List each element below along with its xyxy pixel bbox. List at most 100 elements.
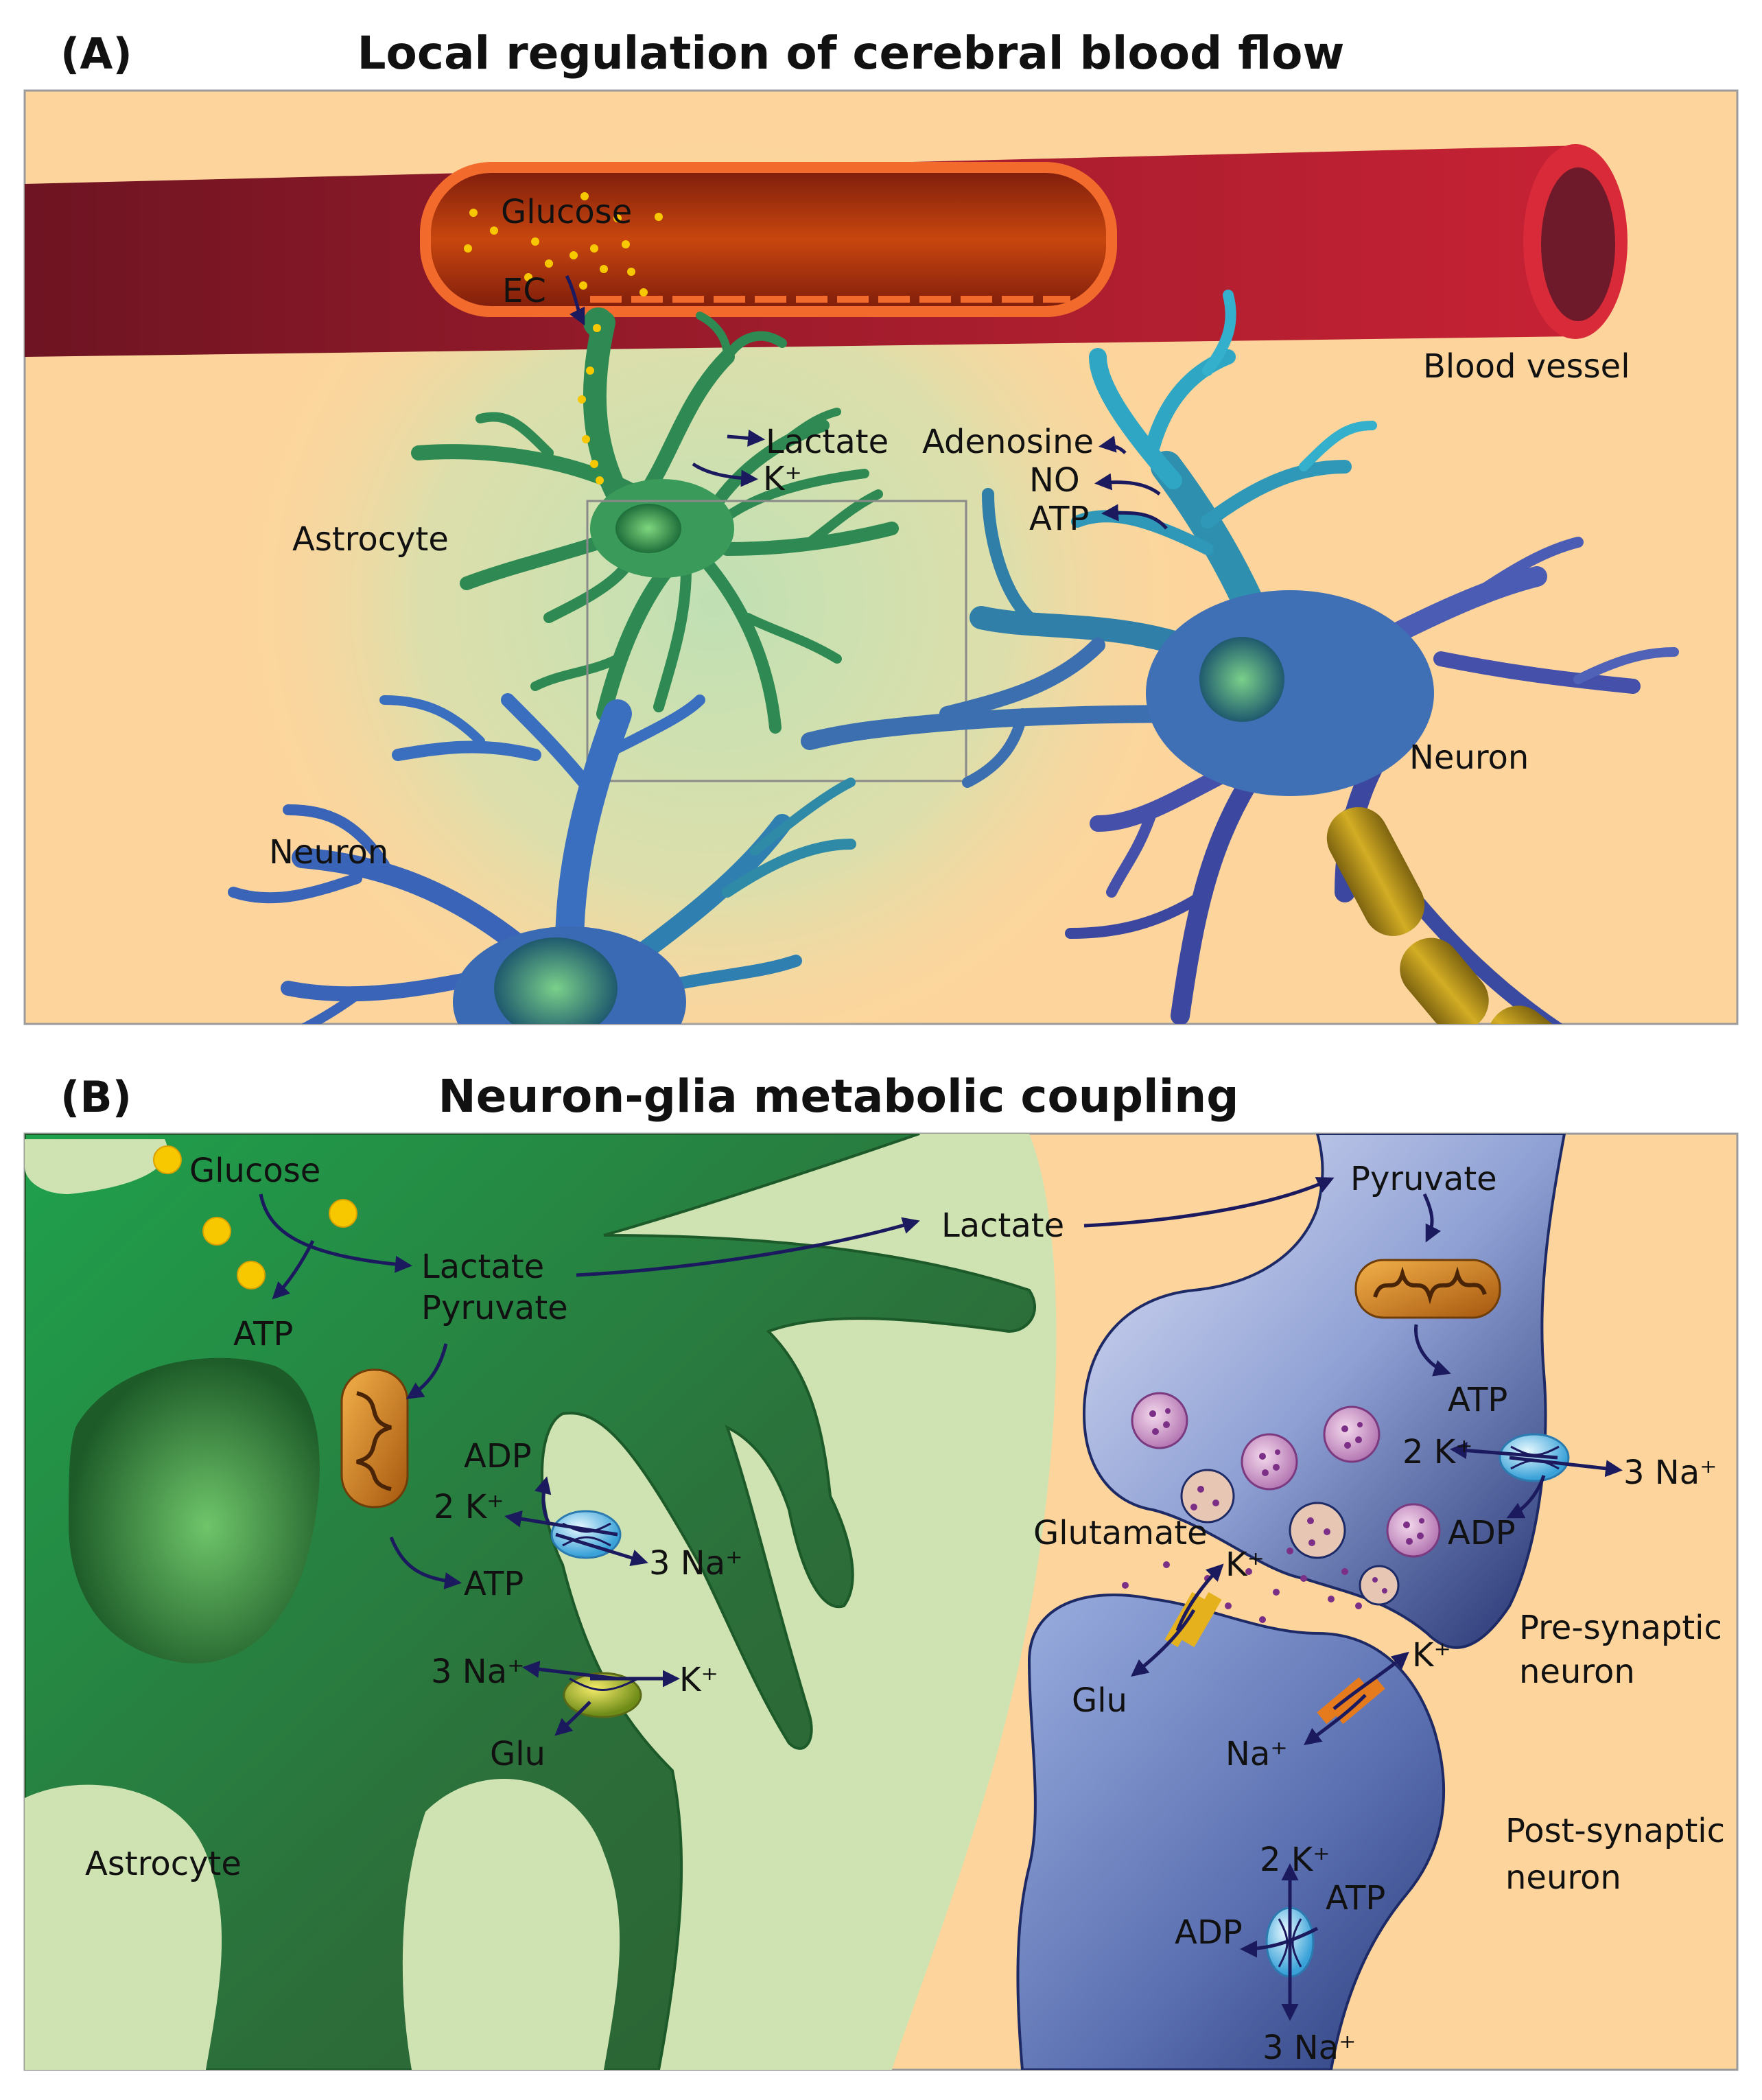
na-post-arrow bbox=[1304, 1694, 1367, 1746]
pyruvate-to-mito-pre-arrow bbox=[1422, 1193, 1442, 1243]
neuron-label-right: Neuron bbox=[1409, 738, 1529, 777]
lactate-shuttle-label: Lactate bbox=[941, 1206, 1064, 1245]
na-out-astro-arrow bbox=[555, 1532, 648, 1567]
mito-atp-arrow bbox=[389, 1537, 462, 1589]
release-dots bbox=[1190, 1486, 1387, 1594]
neuron-right-nucleus bbox=[1199, 637, 1284, 722]
3na-astrocyte-label: 3 Na⁺ bbox=[649, 1544, 742, 1583]
synaptic-vesicles bbox=[1131, 1392, 1441, 1558]
axon-myelin bbox=[1326, 805, 1566, 1024]
blood-vessel-label: Blood vessel bbox=[1423, 347, 1630, 386]
glucose-label-a: Glucose bbox=[501, 193, 632, 231]
lactate-shuttle-arrow bbox=[576, 1217, 920, 1277]
astrocyte-a-nucleus bbox=[615, 504, 681, 553]
atp-postsynaptic-label: ATP bbox=[1326, 1879, 1385, 1917]
glycolysis-atp-arrow bbox=[272, 1239, 315, 1300]
ec-arrow bbox=[565, 275, 585, 326]
arrows-a bbox=[565, 275, 1168, 530]
ec-label: EC bbox=[502, 272, 546, 310]
atp-astrocyte-label: ATP bbox=[464, 1565, 524, 1603]
astrocyte-label-b: Astrocyte bbox=[85, 1845, 242, 1883]
k-in-astro-arrow bbox=[504, 1510, 618, 1537]
adp-postsynaptic-label: ADP bbox=[1175, 1913, 1243, 1952]
adp-to-pump-arrow bbox=[535, 1476, 552, 1525]
na-k-pump-astrocyte bbox=[550, 1510, 622, 1559]
glucose-label-b: Glucose bbox=[189, 1152, 320, 1190]
post-synaptic-label-2: neuron bbox=[1505, 1858, 1621, 1897]
lactate-to-pyruvate-arrow bbox=[1083, 1177, 1335, 1228]
pyruvate-presynaptic-label: Pyruvate bbox=[1350, 1160, 1497, 1198]
presynaptic-release-sites bbox=[1180, 1469, 1400, 1606]
mitochondrion-astrocyte bbox=[340, 1368, 409, 1508]
mitochondrion-presynaptic bbox=[1354, 1259, 1501, 1319]
zoom-region-box bbox=[586, 500, 967, 782]
lactate-label-a: Lactate bbox=[766, 423, 889, 461]
neuron-right-body bbox=[1146, 590, 1434, 796]
adp-post-arrow bbox=[1240, 1926, 1319, 1958]
glycolysis-arrow bbox=[259, 1193, 412, 1273]
glutamate-transporter bbox=[563, 1672, 642, 1718]
k-cleft-arrow bbox=[1175, 1563, 1224, 1631]
3na-postsynaptic-label: 3 Na⁺ bbox=[1262, 2029, 1356, 2067]
neuron-left-nucleus bbox=[494, 937, 618, 1024]
adenosine-arrow bbox=[1099, 435, 1127, 454]
glu-astrocyte-label: Glu bbox=[490, 1735, 545, 1773]
lactate-arrow bbox=[727, 429, 765, 447]
mito-atp-pre-arrow bbox=[1414, 1324, 1451, 1377]
panel-a-letter: (A) bbox=[60, 29, 132, 79]
astrocyte-b-nucleus bbox=[69, 1357, 320, 1664]
2k-postsynaptic-label: 2 K⁺ bbox=[1260, 1841, 1330, 1879]
panel-b-content: Glucose ATP Lactate Pyruvate ADP 2 K⁺ 3 … bbox=[25, 1134, 1725, 2070]
astrocyte-lobe-bottom-left bbox=[25, 1784, 222, 2070]
2k-presynaptic-label: 2 K⁺ bbox=[1402, 1433, 1473, 1471]
2k-astrocyte-label: 2 K⁺ bbox=[434, 1488, 504, 1526]
arrows-b bbox=[259, 1177, 1623, 2021]
na-pre-arrow bbox=[1509, 1456, 1623, 1478]
glu-in-arrow bbox=[554, 1701, 591, 1736]
panel-b-title: Neuron-glia metabolic coupling bbox=[438, 1070, 1239, 1123]
glu-post-label: Glu bbox=[1072, 1681, 1127, 1720]
atp-arrow-a bbox=[1101, 504, 1168, 530]
panel-a-title: Local regulation of cerebral blood flow bbox=[357, 27, 1344, 80]
atp-label-a: ATP bbox=[1029, 500, 1089, 538]
k-pre-arrow bbox=[1450, 1442, 1558, 1460]
na-post-label: Na⁺ bbox=[1225, 1735, 1288, 1773]
k-post-arrow bbox=[1332, 1651, 1409, 1710]
na-k-pump-presynaptic bbox=[1499, 1433, 1570, 1482]
blood-vessel bbox=[25, 144, 1628, 357]
pyruvate-to-mito-arrow bbox=[406, 1343, 448, 1399]
potassium-arrow bbox=[692, 462, 758, 487]
vessel-lumen bbox=[420, 162, 1117, 317]
potassium-label-a: K⁺ bbox=[763, 460, 802, 498]
adenosine-label: Adenosine bbox=[922, 423, 1094, 461]
pre-synaptic-label-1: Pre-synaptic bbox=[1519, 1609, 1722, 1647]
atp-glycolysis-label: ATP bbox=[233, 1315, 293, 1353]
atp-presynaptic-label: ATP bbox=[1448, 1381, 1507, 1419]
k-glu-label: K⁺ bbox=[679, 1661, 718, 1699]
pre-synaptic-label-2: neuron bbox=[1519, 1653, 1635, 1691]
neuron-label-left: Neuron bbox=[269, 833, 388, 872]
k-cleft-label: K⁺ bbox=[1225, 1545, 1265, 1584]
adp-pre-arrow bbox=[1506, 1475, 1546, 1519]
adp-presynaptic-label: ADP bbox=[1448, 1514, 1516, 1552]
panel-a-content: Glucose EC Blood vessel Lactate K⁺ Adeno… bbox=[25, 124, 1679, 1024]
panel-b-letter: (B) bbox=[60, 1072, 132, 1122]
glucose-dots-b bbox=[153, 1145, 357, 1290]
glucose-dots-astrocyte bbox=[578, 324, 604, 485]
glucose-dots-lumen bbox=[464, 192, 663, 296]
na-glu-in-arrow bbox=[522, 1660, 618, 1681]
k-post-label: K⁺ bbox=[1412, 1636, 1451, 1675]
no-arrow bbox=[1094, 473, 1161, 495]
glu-post-arrow bbox=[1131, 1609, 1196, 1677]
glutamate-cleft bbox=[1122, 1548, 1362, 1623]
pyruvate-astrocyte-label: Pyruvate bbox=[421, 1289, 568, 1327]
post-synaptic-label-1: Post-synaptic bbox=[1505, 1812, 1725, 1850]
lactate-astrocyte-label: Lactate bbox=[421, 1248, 544, 1286]
no-label: NO bbox=[1029, 461, 1080, 500]
3na-glu-label: 3 Na⁺ bbox=[431, 1653, 524, 1691]
glutamate-label: Glutamate bbox=[1033, 1514, 1208, 1552]
astrocyte-lobe-bottom-right bbox=[402, 1779, 620, 2070]
astrocyte-lobe-top bbox=[25, 1139, 167, 1194]
